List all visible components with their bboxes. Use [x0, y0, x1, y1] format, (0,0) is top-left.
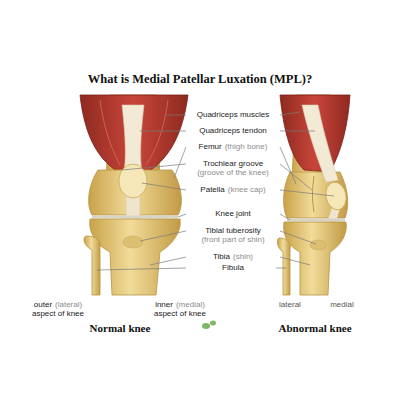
side-label: inner [155, 300, 173, 310]
part-label: Fibula [222, 263, 244, 273]
side-label: (medial) [176, 300, 205, 310]
normal-knee [80, 95, 188, 295]
leader-line [142, 183, 334, 196]
part-label: Quadriceps muscles [197, 110, 269, 120]
side-label: medial [330, 300, 354, 310]
abnormal-knee [277, 95, 350, 295]
tibial-tuberosity [123, 236, 143, 248]
meniscus [287, 219, 345, 222]
meniscus [92, 216, 178, 219]
part-label: Femur [199, 142, 222, 152]
logo-mark [202, 321, 216, 330]
diagram-title: What is Medial Patellar Luxation (MPL)? [88, 72, 312, 87]
knee-caption: Abnormal knee [278, 322, 351, 335]
logo-shape [202, 323, 210, 329]
part-label: Patella [200, 185, 224, 195]
tibia [284, 222, 347, 295]
leader-lines [97, 112, 334, 270]
part-note: (shin) [233, 252, 253, 262]
part-note: (thigh bone) [225, 142, 268, 152]
quadriceps-tendon [302, 105, 338, 182]
part-label: Quadriceps tendon [199, 126, 267, 136]
leader-line [97, 268, 286, 270]
part-note: (groove of the knee) [197, 168, 269, 178]
quadriceps-muscle [80, 95, 188, 172]
knee-caption: Normal knee [90, 322, 151, 335]
side-label: (lateral) [55, 300, 82, 310]
side-label: aspect of knee [154, 309, 206, 319]
patella [323, 180, 348, 212]
fibula [84, 236, 100, 295]
side-label: lateral [279, 300, 301, 310]
part-label: Trochlear groove [203, 159, 263, 169]
logo-shape [210, 321, 216, 326]
side-label: aspect of knee [32, 309, 84, 319]
leader-line [174, 147, 296, 184]
part-label: Tibia [213, 252, 230, 262]
tibia [90, 219, 181, 295]
part-label: Knee joint [215, 209, 251, 219]
quadriceps-tendon [122, 105, 144, 172]
part-note: (knee cap) [228, 185, 266, 195]
part-note: (front part of shin) [201, 235, 264, 245]
side-label: outer [34, 300, 52, 310]
fibula [277, 238, 290, 295]
part-label: Tibial tuberosity [205, 226, 261, 236]
tibial-tuberosity [310, 240, 326, 250]
